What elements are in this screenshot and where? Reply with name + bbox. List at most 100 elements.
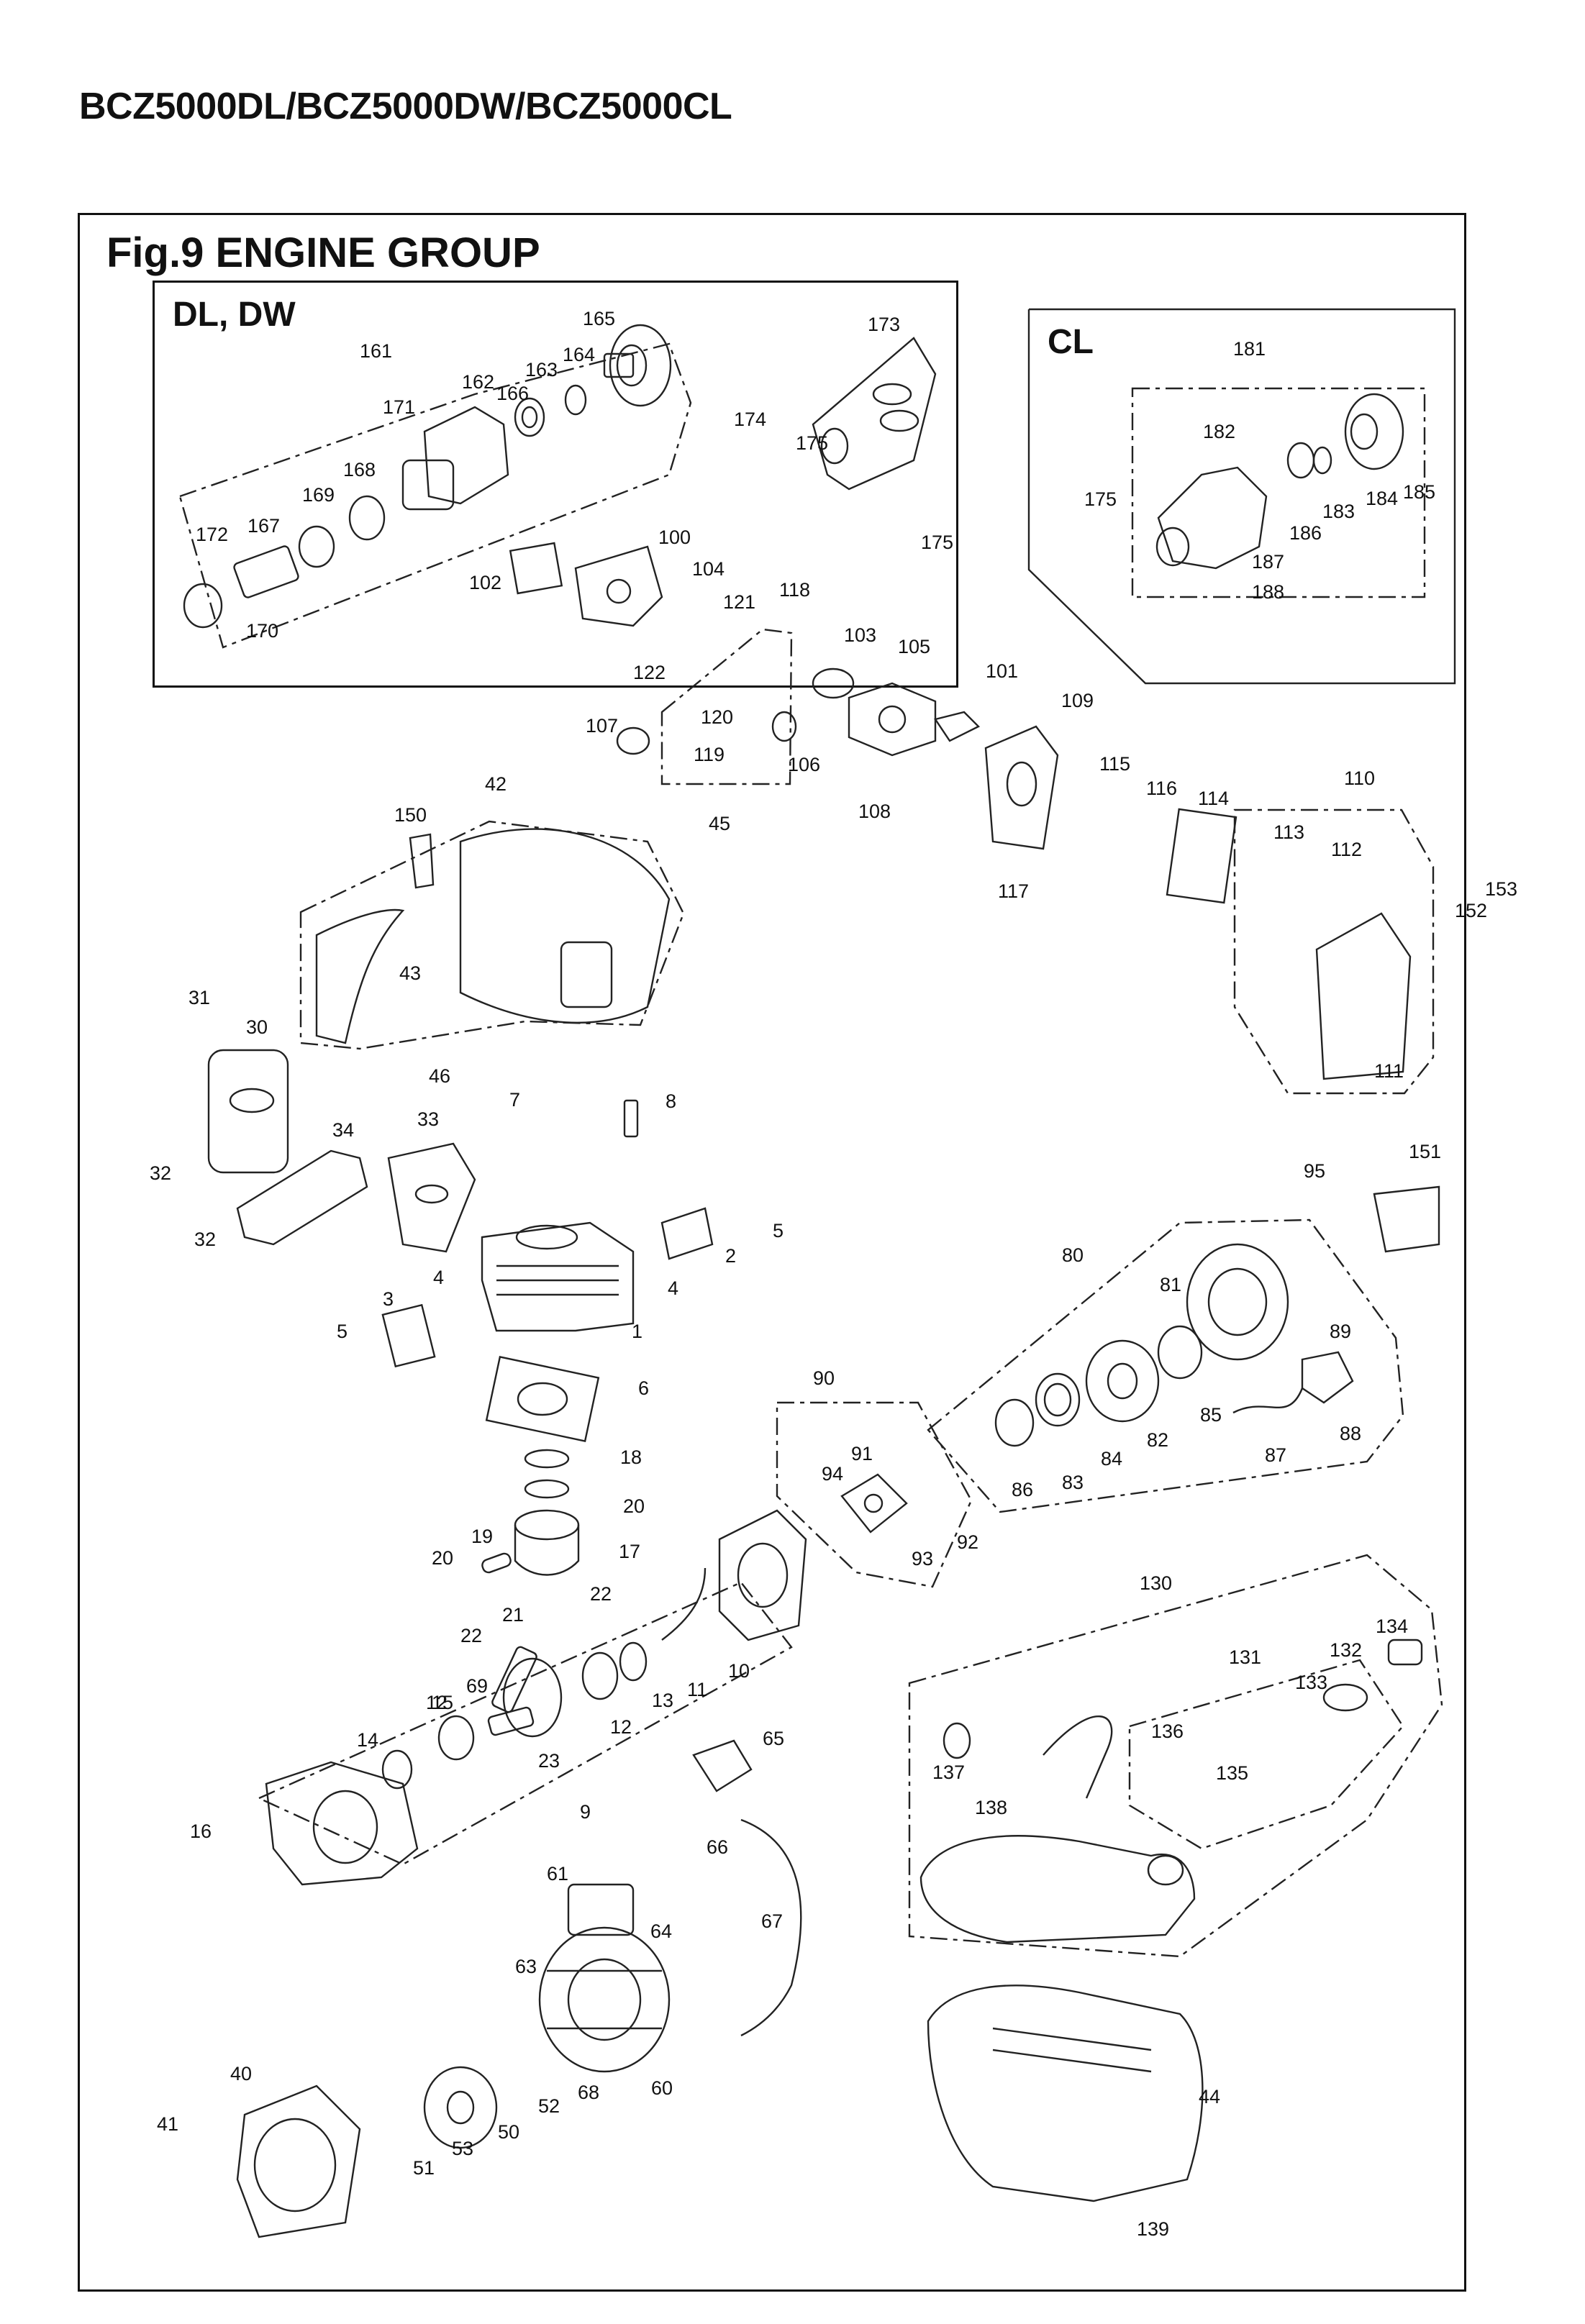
part-label-111: 111 [1374, 1060, 1404, 1082]
part-label-81: 81 [1160, 1274, 1181, 1295]
part-label-90: 90 [813, 1367, 835, 1389]
tank-bottom-44 [927, 1984, 1204, 2202]
gasket-103 [812, 667, 855, 699]
part-label-135: 135 [1216, 1762, 1248, 1784]
part-label-20: 20 [623, 1495, 645, 1517]
part-label-115: 115 [1099, 753, 1130, 775]
part-label-11: 11 [687, 1679, 707, 1700]
switch-65 [692, 1739, 753, 1792]
muffler-gasket-33 [387, 1142, 476, 1253]
group-outline-42 [299, 820, 685, 1050]
part-label-94: 94 [822, 1463, 843, 1485]
part-label-169: 169 [302, 484, 335, 506]
part-label-121: 121 [723, 591, 755, 613]
part-label-105: 105 [898, 636, 930, 657]
part-label-51: 51 [413, 2157, 435, 2179]
part-label-162: 162 [462, 371, 494, 393]
inset-dl-dw-title: DL, DW [173, 296, 296, 334]
pulley-83 [994, 1398, 1035, 1447]
part-label-80: 80 [1062, 1244, 1084, 1266]
clutch-drum-185 [1344, 393, 1404, 470]
part-label-84: 84 [1101, 1448, 1122, 1469]
bearing-183 [1286, 442, 1315, 479]
part-label-122: 122 [633, 662, 666, 683]
elbow-101 [934, 711, 981, 742]
part-label-131: 131 [1229, 1646, 1261, 1668]
plate-150 [409, 833, 435, 889]
part-labels: 1651611631641621661711681691671721701731… [150, 308, 1517, 2240]
top-cover-42 [459, 828, 671, 1024]
group-outline-130 [908, 1554, 1443, 1958]
part-label-175: 175 [921, 532, 953, 553]
part-label-86: 86 [1012, 1479, 1033, 1500]
part-label-40: 40 [230, 2063, 252, 2084]
ignition-coil-61 [567, 1883, 635, 1936]
carburetor-105 [848, 682, 937, 757]
part-label-4: 4 [668, 1277, 678, 1299]
clutch-housing-182 [1155, 466, 1268, 570]
part-label-17: 17 [619, 1541, 640, 1562]
part-label-93: 93 [912, 1548, 933, 1569]
part-label-136: 136 [1151, 1721, 1184, 1742]
part-label-83: 83 [1062, 1472, 1084, 1493]
part-label-9: 9 [580, 1801, 591, 1823]
part-label-100: 100 [658, 527, 691, 548]
clutch-drum-165 [603, 324, 672, 407]
part-label-109: 109 [1061, 690, 1094, 711]
part-label-22: 22 [460, 1625, 482, 1646]
part-label-1: 1 [632, 1321, 642, 1342]
insulator-100 [574, 545, 663, 627]
washer-85 [1157, 1325, 1203, 1380]
part-label-152: 152 [1455, 900, 1487, 921]
fuel-tank-131 [919, 1835, 1196, 1943]
part-label-120: 120 [701, 706, 733, 728]
part-label-13: 13 [652, 1690, 673, 1711]
part-label-85: 85 [1200, 1404, 1222, 1426]
part-label-171: 171 [383, 396, 415, 418]
figure-title: Fig.9 ENGINE GROUP [106, 229, 540, 276]
part-label-30: 30 [246, 1016, 268, 1038]
cylinder-gasket-6 [485, 1356, 600, 1442]
part-label-5: 5 [773, 1220, 784, 1241]
fuel-filter-137 [943, 1722, 971, 1759]
figure-frame [78, 213, 1466, 2292]
part-label-65: 65 [763, 1728, 784, 1749]
plate-3 [381, 1303, 436, 1368]
part-label-19: 19 [471, 1526, 493, 1547]
part-label-68: 68 [578, 2082, 599, 2103]
part-label-43: 43 [399, 962, 421, 984]
part-label-172: 172 [196, 524, 228, 545]
flywheel-60 [538, 1926, 671, 2073]
document-title: BCZ5000DL/BCZ5000DW/BCZ5000CL [79, 86, 732, 127]
part-label-21: 21 [502, 1604, 524, 1626]
part-label-167: 167 [247, 515, 280, 537]
part-label-12: 12 [426, 1692, 448, 1713]
part-label-2: 2 [725, 1245, 736, 1267]
part-label-32: 32 [150, 1162, 171, 1184]
part-label-130: 130 [1140, 1572, 1172, 1594]
part-label-182: 182 [1203, 421, 1235, 442]
stop-wire-67 [740, 1818, 802, 2037]
group-outline-118 [660, 628, 793, 785]
clutch-housing-162 [401, 406, 509, 511]
part-label-108: 108 [858, 801, 891, 822]
part-label-175: 175 [1084, 488, 1117, 510]
part-label-161: 161 [360, 340, 392, 362]
group-outline-9 [257, 1581, 793, 1866]
starter-pulley-82 [1085, 1339, 1160, 1423]
part-label-63: 63 [515, 1956, 537, 1977]
part-label-166: 166 [496, 383, 529, 404]
part-label-188: 188 [1252, 581, 1284, 603]
piston-rings-18 [524, 1449, 570, 1499]
part-label-32: 32 [194, 1229, 216, 1250]
part-label-103: 103 [844, 624, 876, 646]
part-label-91: 91 [851, 1443, 873, 1464]
part-label-113: 113 [1273, 821, 1304, 843]
part-label-174: 174 [734, 409, 766, 430]
crankcase-half-10 [718, 1509, 807, 1641]
insulator-plate-43 [315, 908, 405, 1044]
part-label-104: 104 [692, 558, 725, 580]
muffler-30 [207, 1049, 289, 1174]
part-label-119: 119 [694, 744, 725, 765]
crankcase-half-9 [265, 1761, 419, 1886]
